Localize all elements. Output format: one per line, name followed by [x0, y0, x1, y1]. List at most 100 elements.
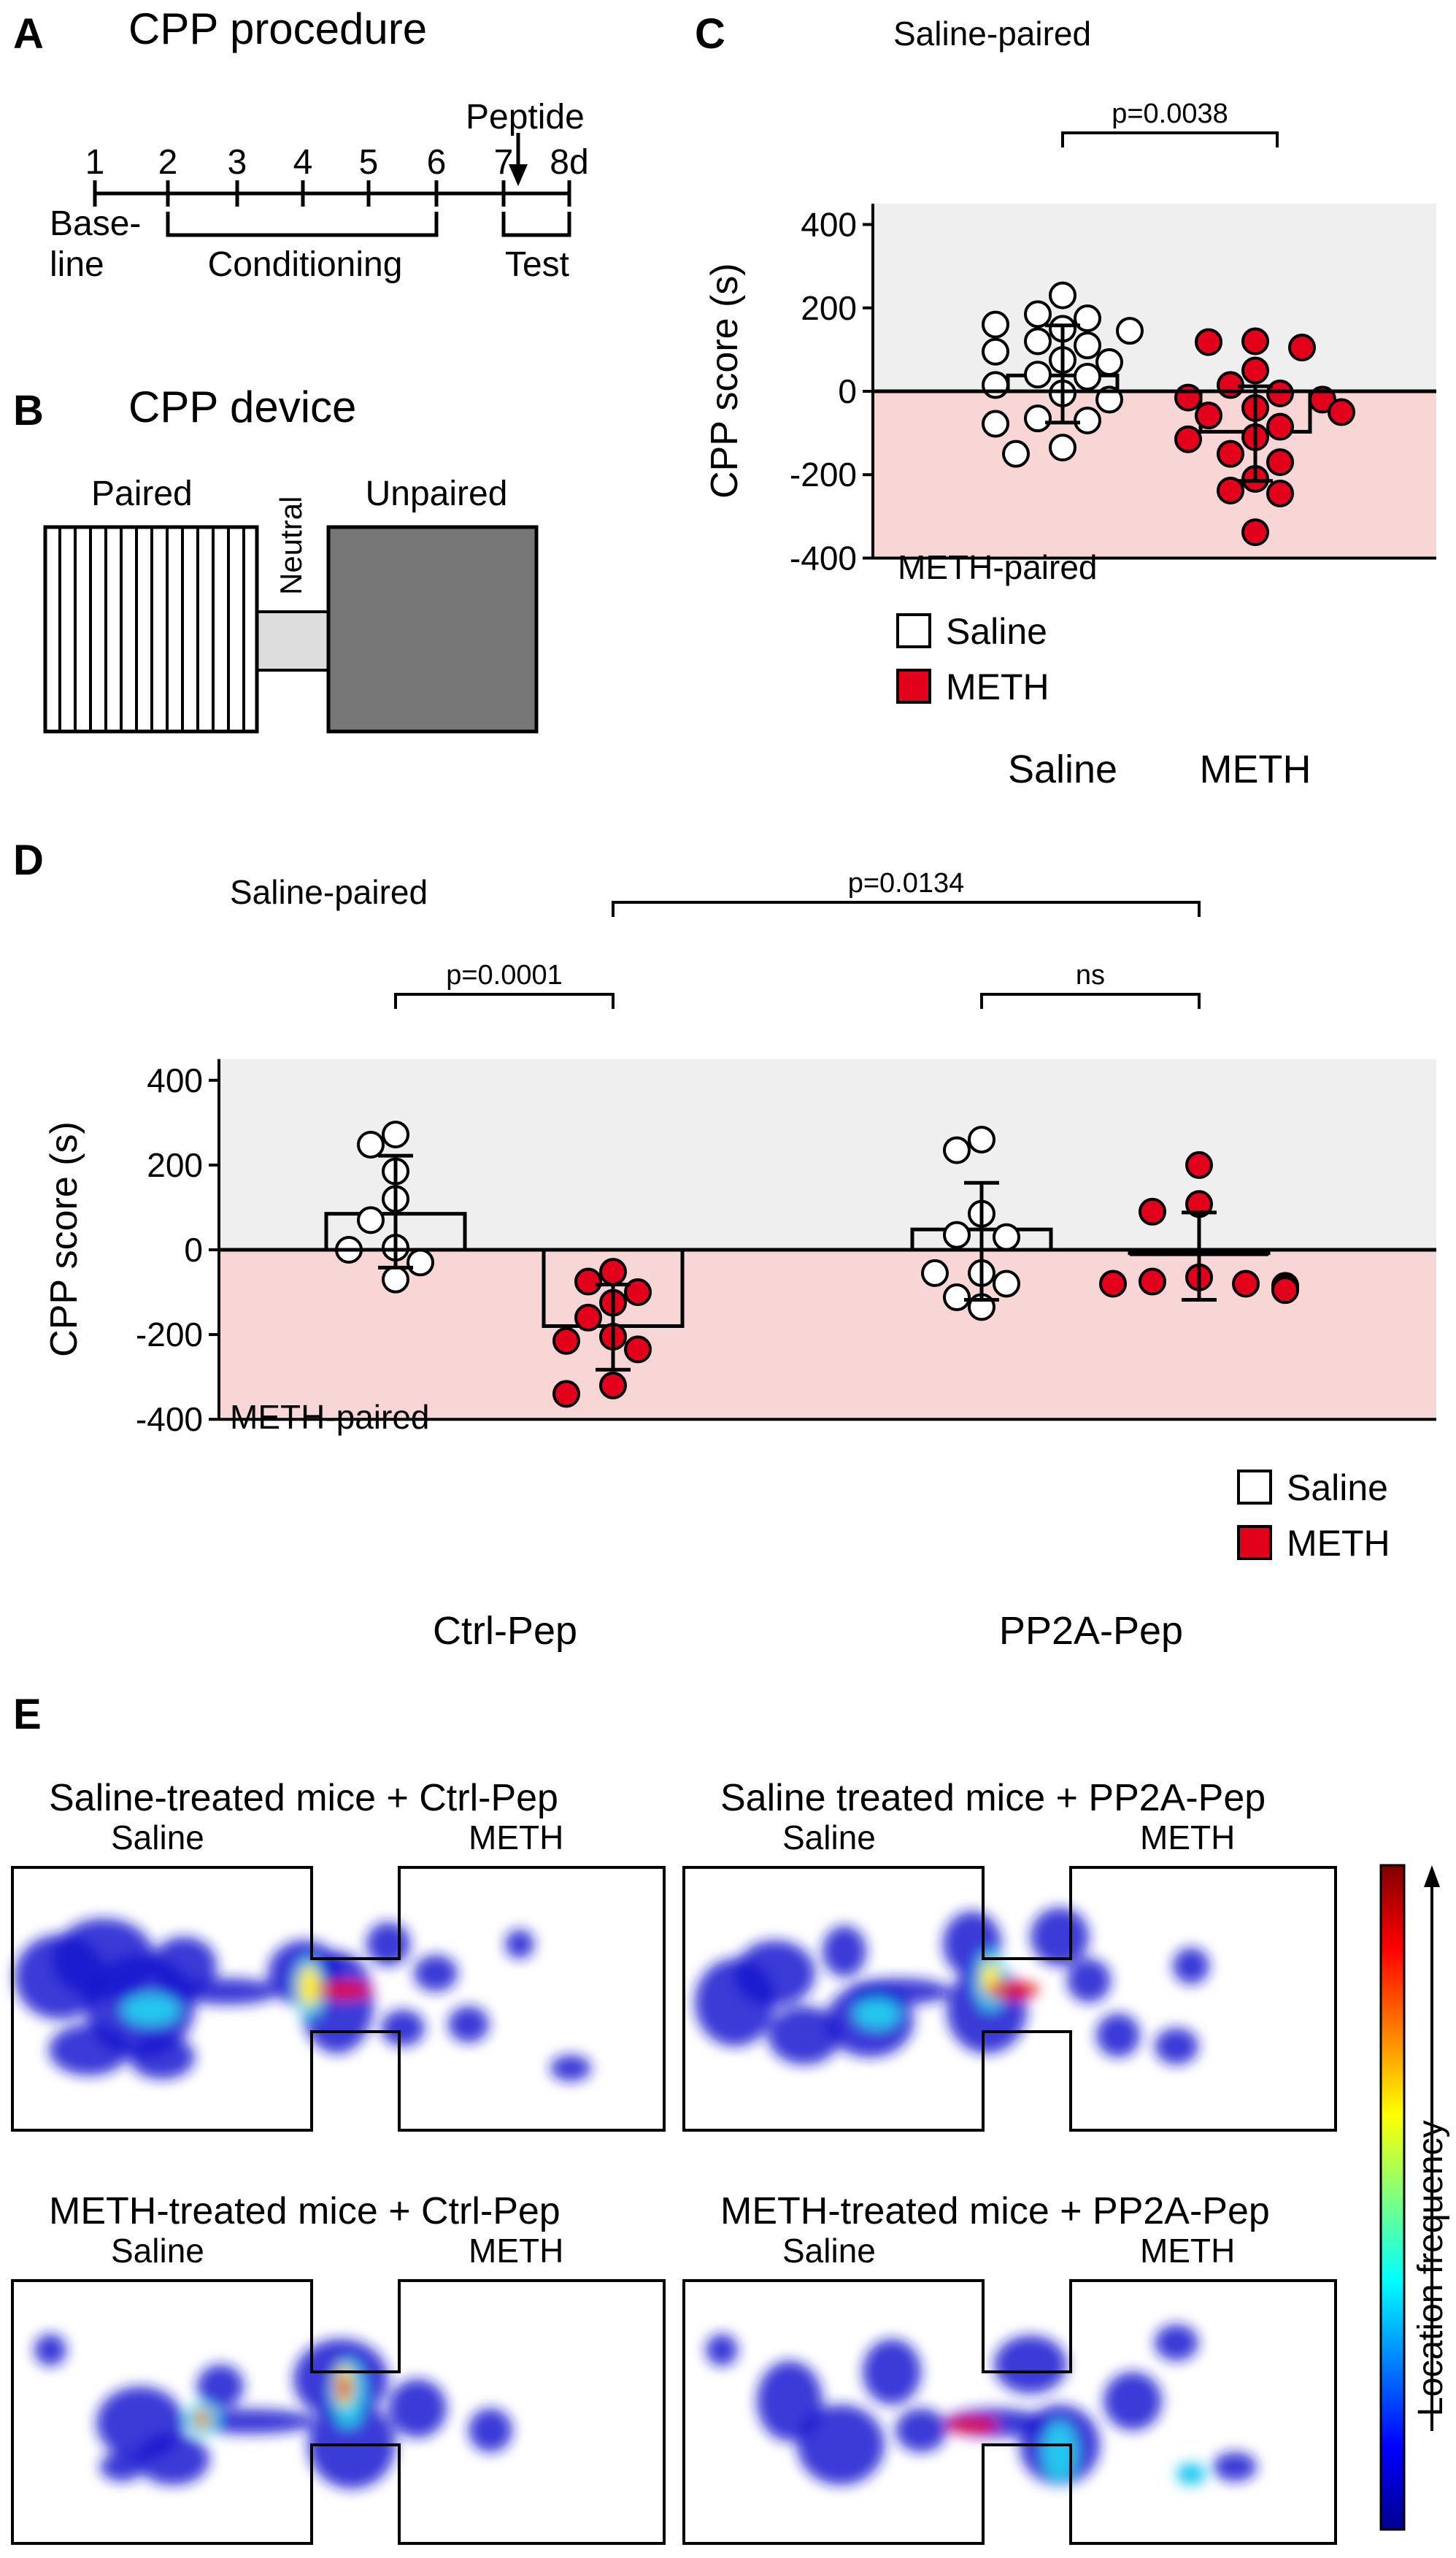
data-point-meth: [1195, 402, 1222, 430]
timeline: [93, 133, 571, 237]
significance-bracket: [1061, 131, 1279, 147]
panel-c: C Saline-pairedMETH-paired4002000-200-40…: [695, 10, 1436, 791]
data-point-meth: [1266, 379, 1294, 407]
density-blob: [197, 2365, 244, 2408]
data-point-saline: [1074, 363, 1101, 391]
density-blob: [49, 2024, 129, 2075]
density-blob: [823, 1926, 866, 1977]
heatmap-density: [15, 1919, 591, 2081]
conditioning-label: Conditioning: [208, 245, 403, 284]
day-label-8: 8d: [550, 143, 588, 182]
data-point-meth: [1185, 1151, 1213, 1179]
heatmap-density: [34, 2334, 512, 2489]
density-blob: [1155, 2028, 1198, 2065]
heatmap-right-label: METH: [469, 1818, 563, 1856]
data-point-saline: [993, 1223, 1020, 1251]
data-point-meth: [1217, 439, 1244, 468]
colorbar-gradient: [1379, 1864, 1406, 2531]
y-tick-label: 200: [147, 1146, 203, 1184]
density-blob: [946, 2418, 998, 2432]
density-blob: [34, 2334, 66, 2366]
colorbar: Location frequency: [1379, 1864, 1450, 2531]
density-blob: [1176, 2463, 1206, 2485]
data-point-saline: [1095, 348, 1123, 377]
y-tick-label: 400: [801, 206, 857, 244]
density-blob: [855, 1999, 899, 2028]
significance-label: p=0.0134: [848, 868, 965, 899]
x-tick-label: Ctrl-Pep: [433, 1609, 577, 1653]
data-point-saline: [1049, 281, 1076, 310]
y-tick-label: -400: [790, 539, 857, 577]
density-blob: [1067, 1959, 1111, 2002]
y-tick-label: 0: [184, 1231, 203, 1269]
x-tick-label: METH: [1200, 748, 1311, 791]
data-point-meth: [599, 1258, 627, 1286]
heatmap-title: Saline treated mice + PP2A-Pep: [720, 1777, 1266, 1819]
chamber-outline: [11, 1866, 666, 2132]
data-point-meth: [1266, 412, 1294, 441]
density-blob: [1173, 1948, 1209, 1984]
day-label-5: 5: [359, 143, 379, 182]
density-blob: [735, 1940, 815, 2006]
panel-d-letter: D: [13, 837, 44, 884]
significance-label: ns: [1076, 960, 1105, 991]
data-point-saline: [357, 1131, 385, 1159]
heatmap-left-label: Saline: [782, 2232, 876, 2270]
legend-label-meth: METH: [1287, 1523, 1390, 1564]
heatmap-title: Saline-treated mice + Ctrl-Pep: [49, 1777, 558, 1819]
heatmap-left-label: Saline: [111, 2232, 204, 2270]
data-point-saline: [1024, 361, 1052, 389]
data-point-saline: [1074, 331, 1101, 360]
legend-swatch-saline: [896, 613, 931, 648]
x-tick-label: PP2A-Pep: [999, 1609, 1183, 1653]
chamber-outline: [11, 2279, 666, 2545]
data-point-meth: [1174, 425, 1202, 453]
density-blob: [388, 2379, 447, 2438]
legend-label-saline: Saline: [1287, 1467, 1388, 1508]
panel-b-letter: B: [13, 387, 44, 434]
y-tick-label: 200: [801, 289, 857, 327]
data-point-meth: [599, 1371, 627, 1399]
density-blob: [381, 2010, 425, 2046]
density-blob: [505, 1929, 534, 1959]
density-blob: [100, 2452, 144, 2481]
density-blob: [177, 1978, 279, 2005]
unpaired-label: Unpaired: [366, 475, 508, 513]
paired-label: Paired: [91, 475, 193, 513]
data-point-saline: [943, 1283, 971, 1312]
density-blob: [448, 2006, 489, 2043]
y-axis-label: CPP score (s): [704, 263, 746, 499]
data-point-saline: [357, 1206, 385, 1234]
day-label-4: 4: [293, 143, 313, 182]
data-point-meth: [552, 1326, 580, 1355]
saline-paired-region: [873, 203, 1436, 391]
legend-swatch-meth: [1237, 1525, 1272, 1560]
data-point-meth: [1241, 356, 1269, 385]
density-blob: [299, 1966, 320, 2007]
test-label: Test: [505, 245, 569, 284]
data-point-meth: [1328, 398, 1355, 426]
density-blob: [339, 2375, 350, 2401]
day-label-7: 7: [494, 143, 514, 182]
data-point-saline: [982, 371, 1009, 399]
density-blob: [1096, 2013, 1140, 2057]
data-point-meth: [1266, 479, 1294, 507]
colorbar-label: Location frequency: [1411, 2120, 1450, 2416]
saline-paired-region: [219, 1059, 1436, 1250]
data-point-saline: [993, 1270, 1020, 1298]
data-point-meth: [1266, 448, 1294, 477]
paired-chamber-stripes: [58, 529, 245, 730]
data-point-saline: [1074, 304, 1101, 333]
data-point-saline: [1024, 300, 1052, 329]
data-point-saline: [921, 1259, 949, 1287]
day-label-3: 3: [228, 143, 247, 182]
heatmap-right-label: METH: [469, 2232, 563, 2270]
peptide-label: Peptide: [466, 98, 585, 137]
data-point-saline: [982, 410, 1009, 438]
data-point-saline: [1116, 317, 1144, 345]
region-label-saline-paired: Saline-paired: [230, 873, 428, 911]
